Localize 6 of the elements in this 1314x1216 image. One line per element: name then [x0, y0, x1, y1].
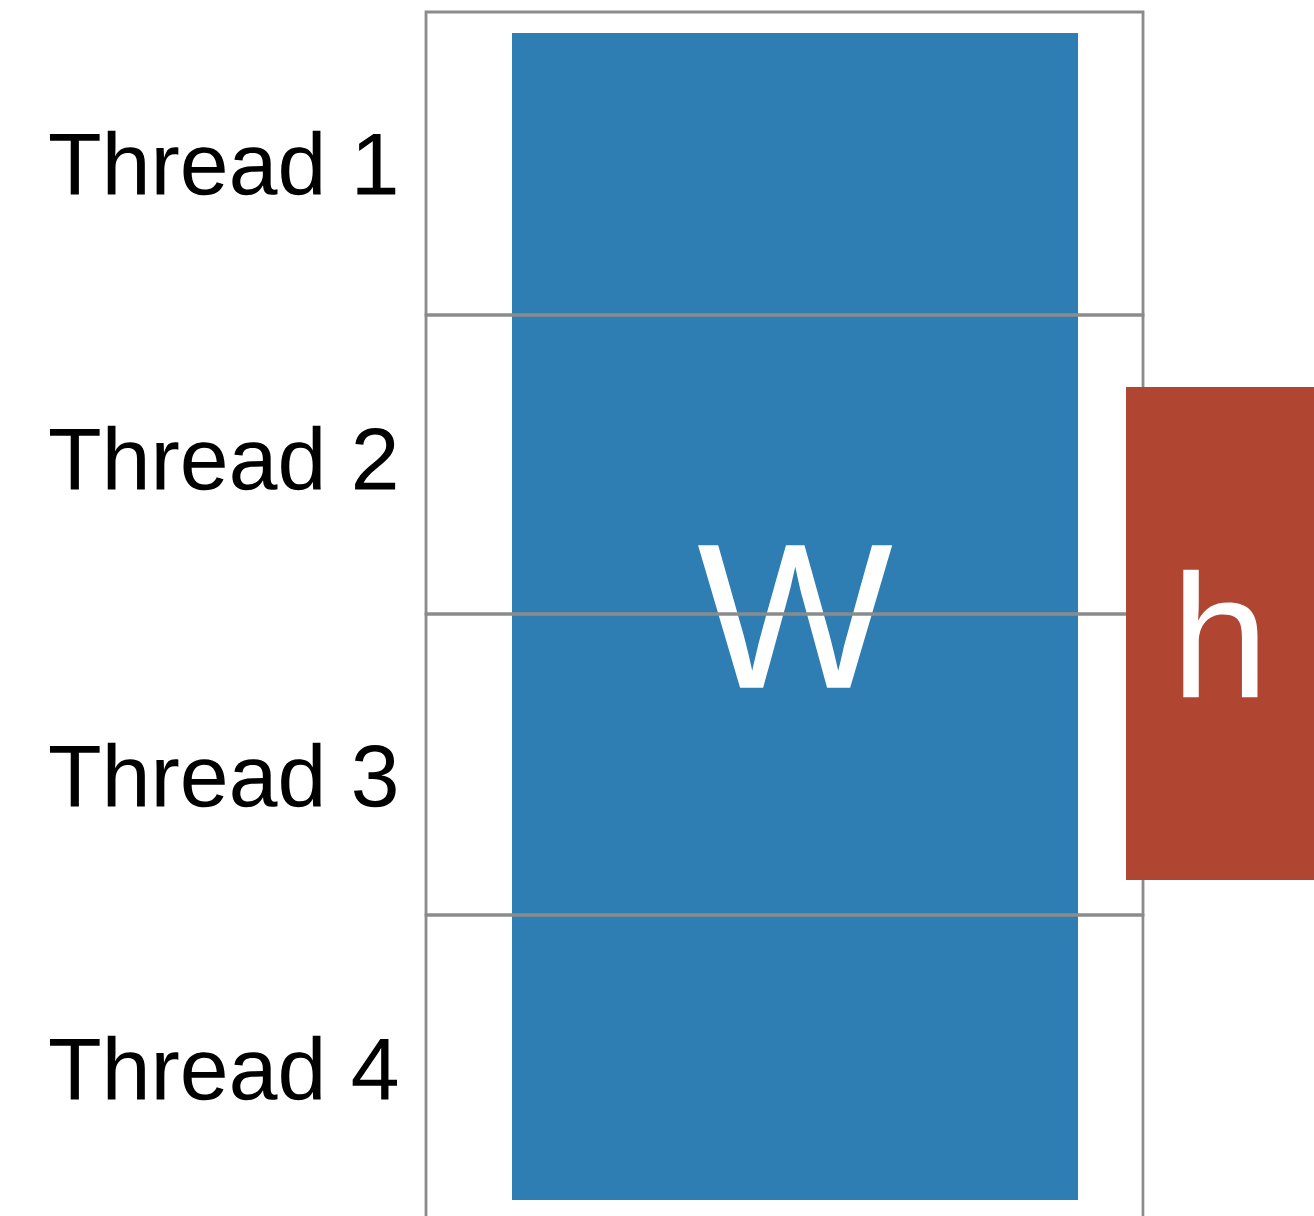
vector-block: h — [1126, 387, 1314, 880]
thread-label: Thread 1 — [49, 130, 396, 196]
matrix-block: W — [512, 33, 1078, 1200]
thread-label: Thread 3 — [49, 742, 396, 808]
thread-label: Thread 2 — [49, 425, 396, 491]
thread-label: Thread 4 — [49, 1035, 397, 1101]
